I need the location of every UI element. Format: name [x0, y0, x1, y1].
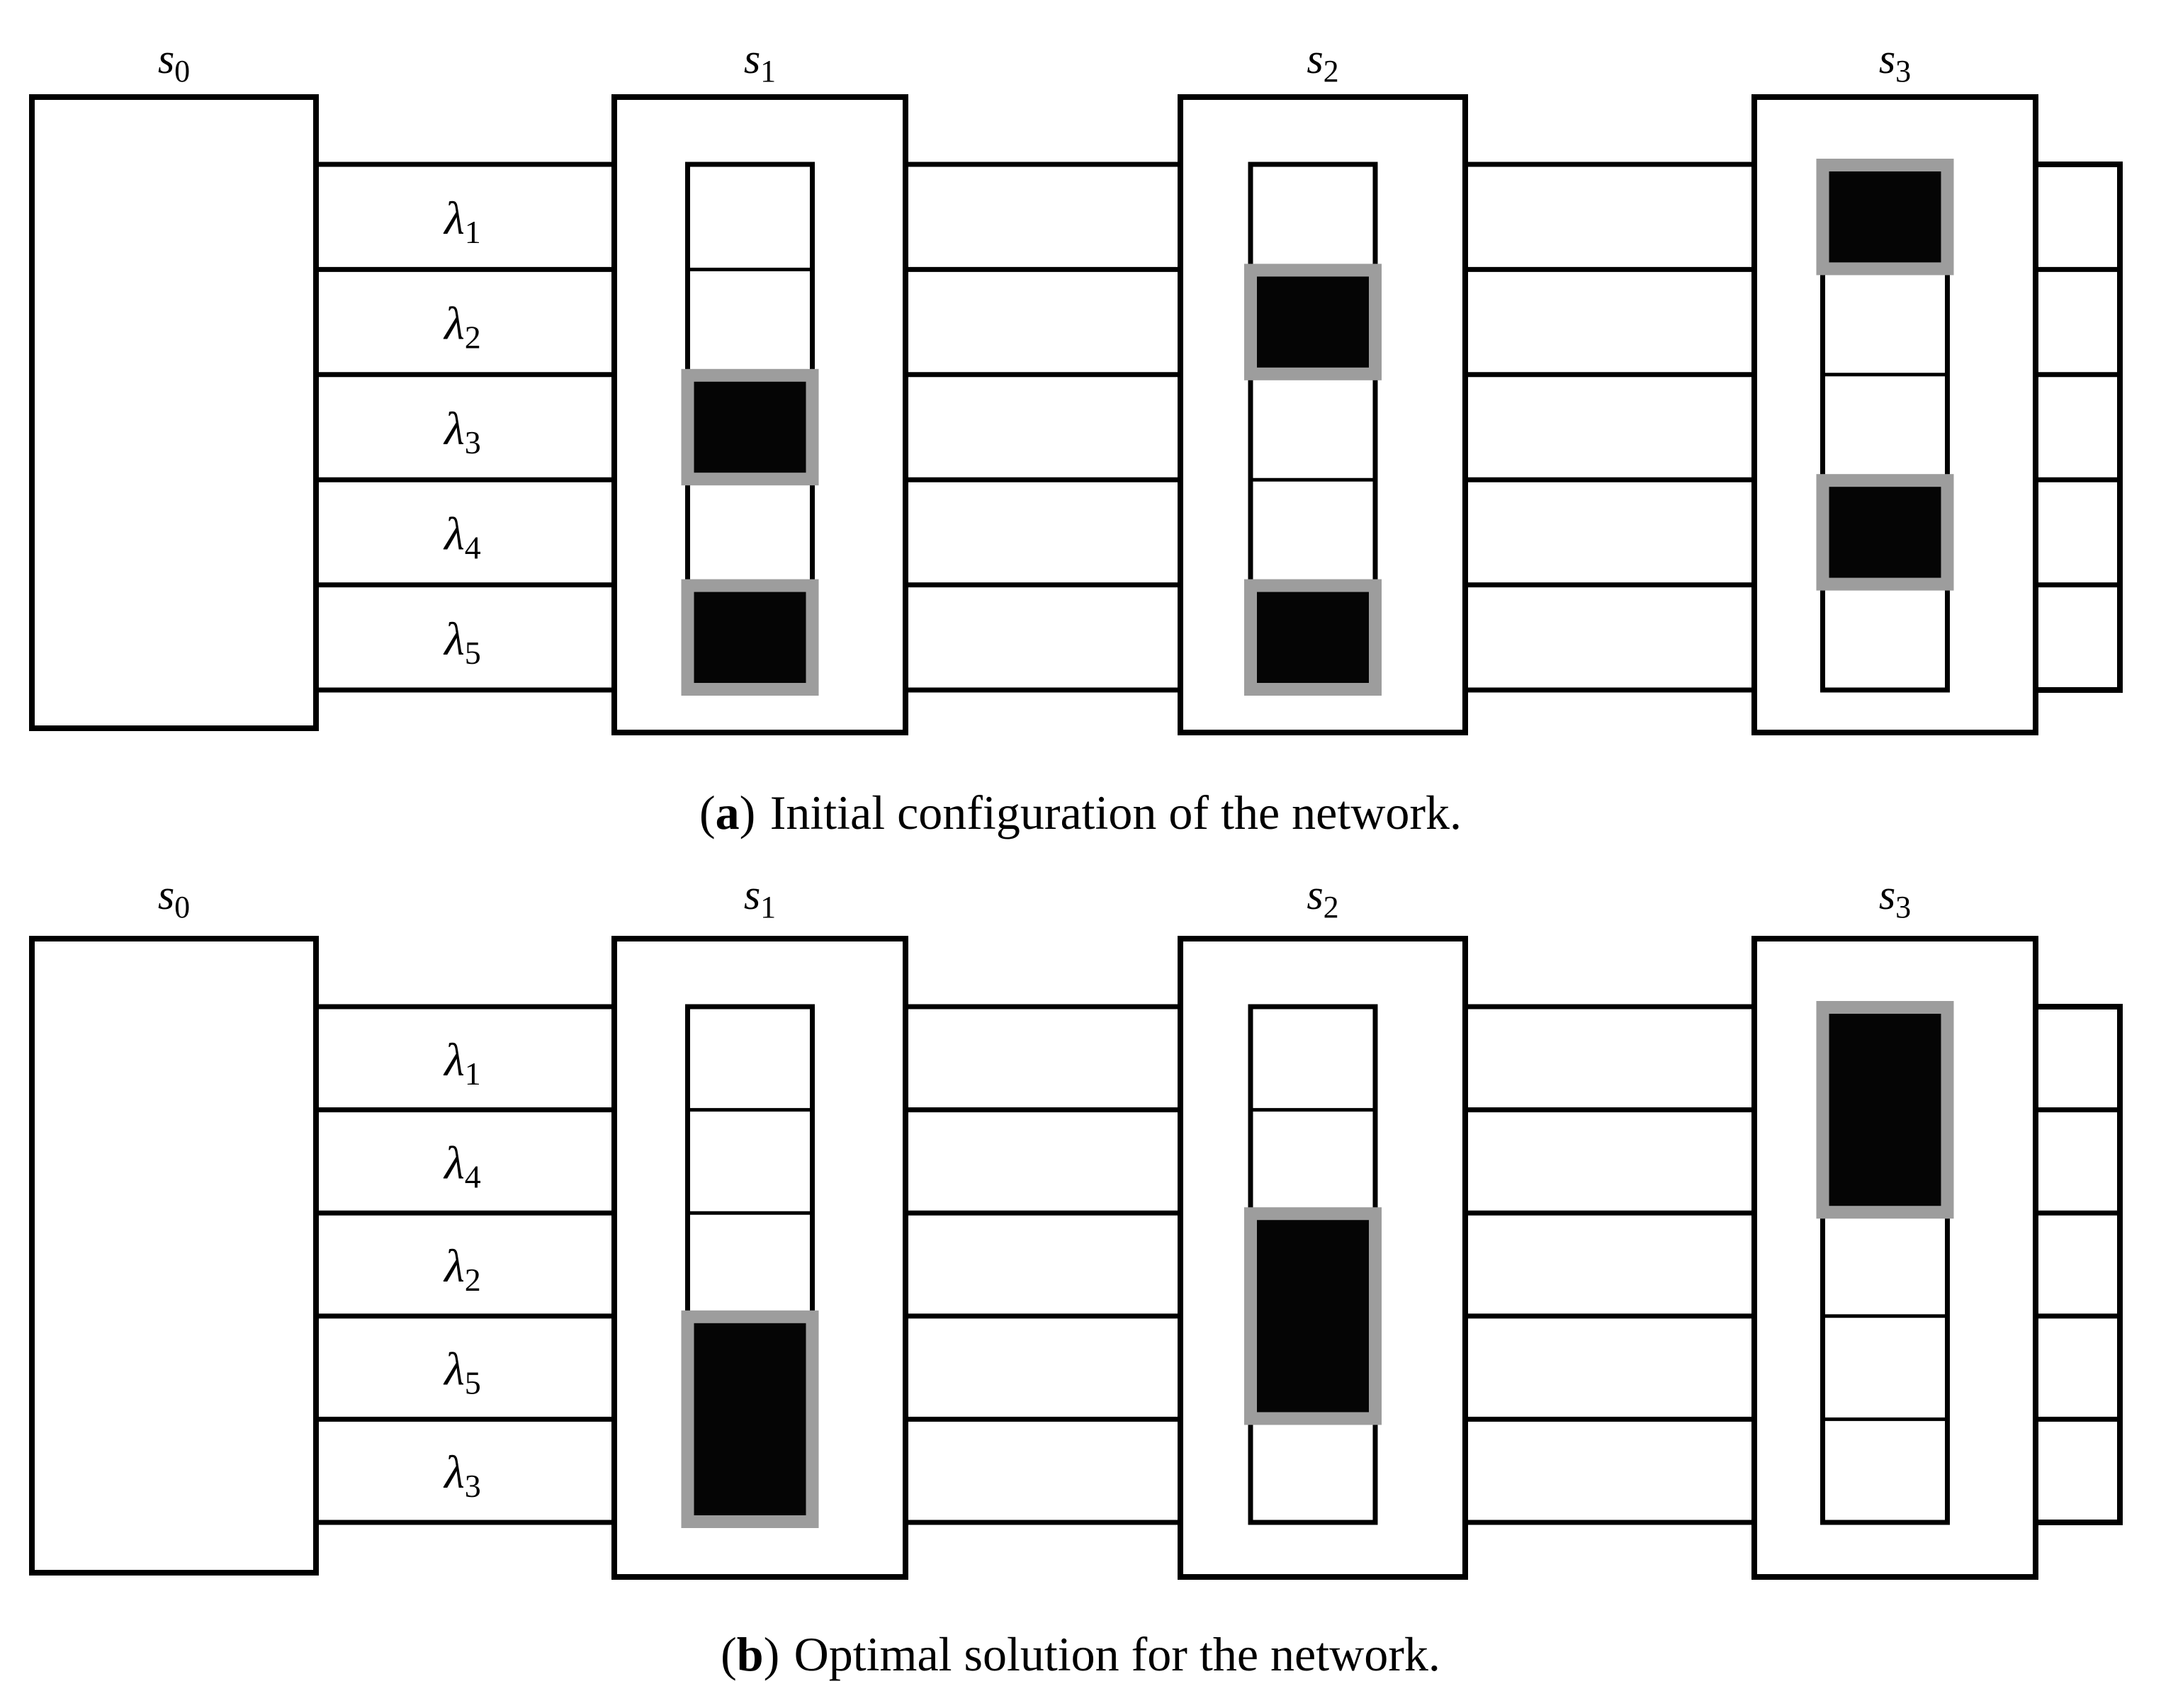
- caption-a-paren-close: ): [739, 786, 756, 839]
- lambda-label: λ2: [443, 1240, 481, 1298]
- switch-label: s3: [1879, 35, 1911, 89]
- lambda-label: λ4: [443, 1137, 481, 1194]
- caption-a-paren-open: (: [699, 786, 716, 839]
- caption-b-text: Optimal solution for the network.: [794, 1627, 1440, 1681]
- filled-cell: [1257, 1220, 1369, 1413]
- lambda-label: λ3: [443, 403, 481, 460]
- tail-column: [2033, 1004, 2123, 1525]
- caption-b-paren-close: ): [763, 1627, 780, 1681]
- filled-cell: [1829, 171, 1941, 263]
- lambda-label: λ1: [443, 193, 481, 250]
- subfigure-a-caption: (a)Initial configuration of the network.: [0, 785, 2161, 840]
- caption-a-letter: a: [715, 786, 740, 839]
- lambda-label: λ3: [443, 1447, 481, 1504]
- caption-b-paren-open: (: [721, 1627, 737, 1681]
- switch-label: s2: [1307, 35, 1338, 89]
- switch-label: s1: [744, 35, 776, 89]
- switch-label: s3: [1879, 871, 1911, 924]
- switch-label: s1: [744, 871, 776, 924]
- filled-cell: [694, 592, 806, 683]
- filled-cell: [1257, 276, 1369, 368]
- switch-label: s2: [1307, 871, 1338, 924]
- caption-a-text: Initial configuration of the network.: [769, 786, 1462, 839]
- lambda-label: λ2: [443, 298, 481, 356]
- subfigure-b: λ1 λ4 λ2 λ5 λ3 s0 s1 s2 s3: [29, 871, 2123, 1580]
- filled-cell: [1829, 487, 1941, 578]
- lambda-label: λ5: [443, 1344, 481, 1401]
- lambda-label: λ5: [443, 613, 481, 671]
- source-label: s0: [158, 35, 190, 89]
- filled-cell: [694, 381, 806, 473]
- filled-cell: [1257, 592, 1369, 683]
- filled-cell: [1829, 1014, 1941, 1206]
- subfigure-a: λ1 λ2 λ3 λ4 λ5 s0 s1 s2 s3: [29, 35, 2123, 735]
- caption-b-letter: b: [736, 1627, 764, 1681]
- source-label: s0: [158, 871, 190, 924]
- lambda-label: λ1: [443, 1034, 481, 1092]
- source-box: [29, 936, 319, 1576]
- filled-cell: [694, 1323, 806, 1515]
- tail-column: [2033, 162, 2123, 693]
- subfigure-b-caption: (b) Optimal solution for the network.: [0, 1627, 2161, 1682]
- lambda-label: λ4: [443, 508, 481, 565]
- source-box: [29, 94, 319, 731]
